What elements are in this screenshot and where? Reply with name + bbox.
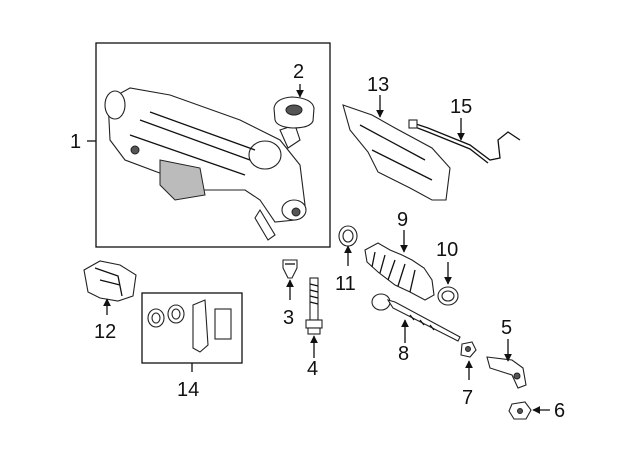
callout-12: 12: [94, 321, 116, 343]
callout-5: 5: [501, 317, 512, 339]
steering-gear-box: [95, 42, 331, 248]
line-assembly-part-15: [408, 119, 521, 164]
insulator-part-2: [273, 96, 315, 129]
cover-part-12: [83, 260, 137, 302]
callout-7: 7: [462, 387, 473, 409]
outer-tie-rod-part-5: [486, 356, 527, 389]
steering-gear-group: 2: [95, 42, 331, 248]
callout-1: 1: [70, 131, 81, 153]
callout-3: 3: [283, 307, 294, 329]
callout-14: 14: [177, 379, 199, 401]
callout-15: 15: [450, 96, 472, 118]
callout-13: 13: [367, 74, 389, 96]
callout-6: 6: [554, 400, 565, 422]
bolt-part-4: [305, 277, 323, 335]
callout-9: 9: [397, 209, 408, 231]
nut-part-6: [508, 401, 532, 420]
clamp-part-10: [437, 286, 459, 306]
boot-part-9: [364, 242, 435, 301]
callout-4: 4: [307, 358, 318, 380]
callout-11: 11: [335, 273, 356, 295]
nut-part-7: [460, 341, 477, 358]
callout-2: 2: [293, 61, 304, 83]
callout-10: 10: [436, 239, 458, 261]
clamp-part-11: [338, 225, 358, 247]
callout-8: 8: [398, 343, 409, 365]
boot-kit-group: [141, 292, 243, 364]
steering-gear-illustration: [104, 87, 307, 241]
inner-tie-rod-part-8: [371, 293, 461, 342]
bolt-part-3: [282, 259, 298, 279]
heat-shield-part-13: [342, 104, 451, 201]
